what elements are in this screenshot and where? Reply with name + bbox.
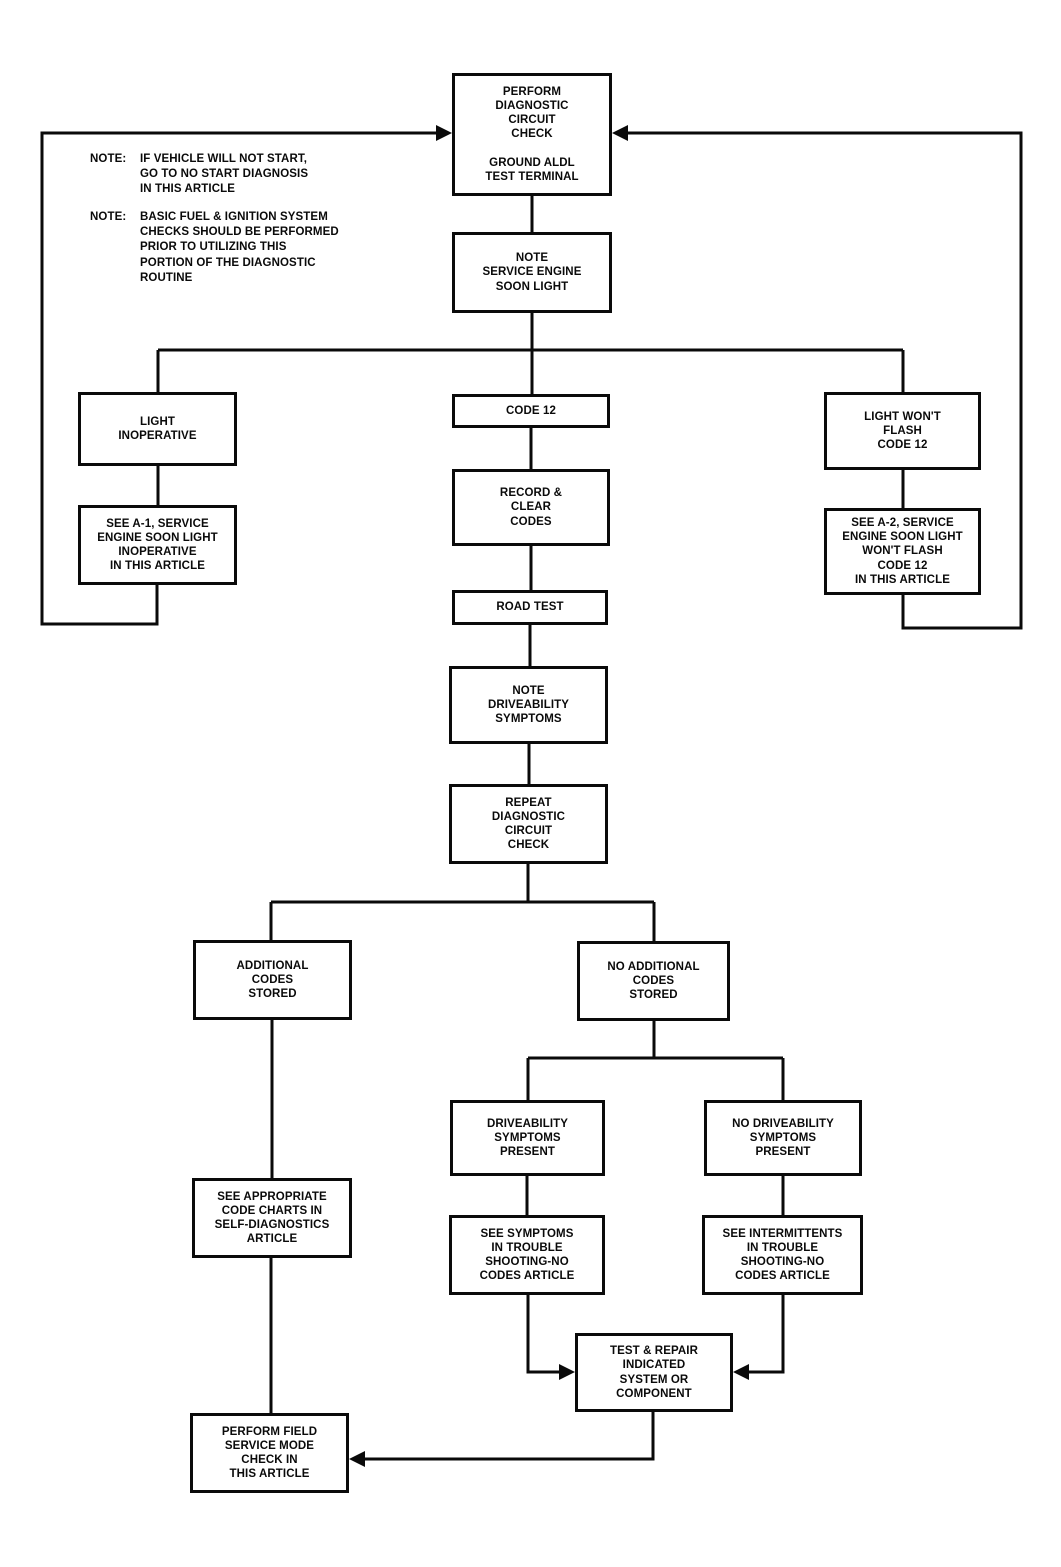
node-driveability-symptoms-present: DRIVEABILITY SYMPTOMS PRESENT — [450, 1100, 605, 1176]
note-text: BASIC FUEL & IGNITION SYSTEM CHECKS SHOU… — [140, 211, 339, 284]
node-additional-codes-stored: ADDITIONAL CODES STORED — [193, 940, 352, 1020]
node-record-and-clear-codes: RECORD & CLEAR CODES — [452, 469, 610, 546]
note-label: NOTE: — [90, 153, 127, 165]
note-no-start: NOTE: IF VEHICLE WILL NOT START, GO TO N… — [90, 152, 308, 198]
node-no-driveability-symptoms-present: NO DRIVEABILITY SYMPTOMS PRESENT — [704, 1100, 862, 1176]
node-light-wont-flash-code-12: LIGHT WON'T FLASH CODE 12 — [824, 392, 981, 470]
node-repeat-diagnostic-circuit-check: REPEAT DIAGNOSTIC CIRCUIT CHECK — [449, 784, 608, 864]
arrowhead-into-perform-field — [349, 1451, 365, 1467]
node-see-appropriate-code-charts: SEE APPROPRIATE CODE CHARTS IN SELF-DIAG… — [192, 1178, 352, 1258]
arrowhead-into-test-repair-right — [733, 1364, 749, 1380]
node-note-driveability-symptoms: NOTE DRIVEABILITY SYMPTOMS — [449, 666, 608, 744]
arrowhead-into-perform-dcc-right — [612, 125, 628, 141]
node-see-symptoms-trouble-shooting: SEE SYMPTOMS IN TROUBLE SHOOTING-NO CODE… — [449, 1215, 605, 1295]
node-see-a1-light-inoperative: SEE A-1, SERVICE ENGINE SOON LIGHT INOPE… — [78, 505, 237, 585]
note-label: NOTE: — [90, 211, 127, 223]
node-perform-field-service-mode-check: PERFORM FIELD SERVICE MODE CHECK IN THIS… — [190, 1413, 349, 1493]
node-perform-diagnostic-circuit-check: PERFORM DIAGNOSTIC CIRCUIT CHECK GROUND … — [452, 73, 612, 196]
node-road-test: ROAD TEST — [452, 590, 608, 625]
arrowhead-into-perform-dcc-left — [436, 125, 452, 141]
arrowhead-into-test-repair-left — [559, 1364, 575, 1380]
flow-connectors — [40, 131, 1023, 1461]
note-text: IF VEHICLE WILL NOT START, GO TO NO STAR… — [140, 153, 309, 196]
node-see-intermittents-trouble-shooting: SEE INTERMITTENTS IN TROUBLE SHOOTING-NO… — [702, 1215, 863, 1295]
node-no-additional-codes-stored: NO ADDITIONAL CODES STORED — [577, 941, 730, 1021]
node-note-service-engine-soon-light: NOTE SERVICE ENGINE SOON LIGHT — [452, 232, 612, 313]
node-see-a2-light-wont-flash: SEE A-2, SERVICE ENGINE SOON LIGHT WON'T… — [824, 508, 981, 595]
note-basic-checks: NOTE: BASIC FUEL & IGNITION SYSTEM CHECK… — [90, 210, 339, 286]
node-test-and-repair-indicated-system: TEST & REPAIR INDICATED SYSTEM OR COMPON… — [575, 1333, 733, 1412]
node-light-inoperative: LIGHT INOPERATIVE — [78, 392, 237, 466]
node-code-12: CODE 12 — [452, 394, 610, 428]
